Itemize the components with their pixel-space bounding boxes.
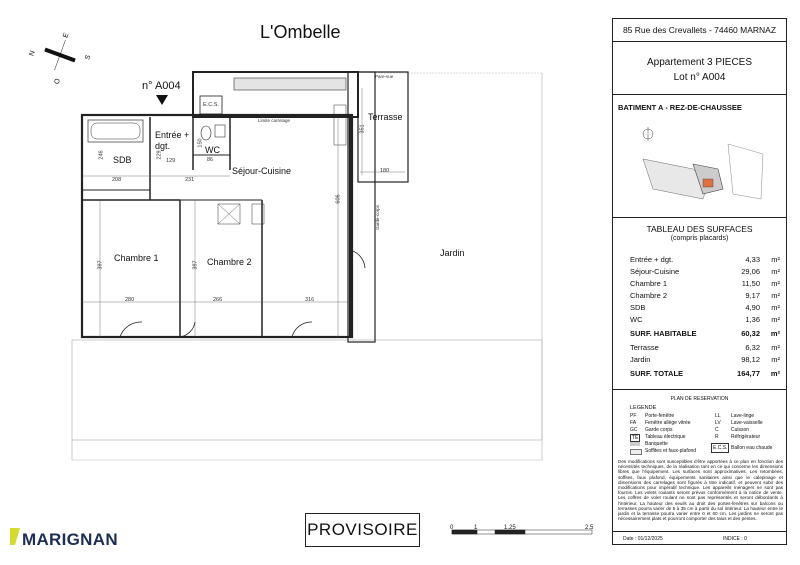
dim-label: 316 xyxy=(305,297,315,303)
note-limite: Limite carrelage xyxy=(258,118,291,123)
legend-item: Garde corps xyxy=(645,427,673,433)
legend-item: GC xyxy=(630,427,638,433)
room-chambre2: Chambre 2 xyxy=(207,257,252,267)
legend-heading: PLAN DE RESERVATION xyxy=(670,396,729,402)
closet-hatch xyxy=(217,203,241,225)
closet xyxy=(251,203,265,225)
legend-item: FA xyxy=(630,420,637,426)
dim-label: 150 xyxy=(197,138,204,148)
ecs-label: E.C.S. xyxy=(203,102,219,108)
dim-label: 397 xyxy=(97,260,104,270)
dimension-lines xyxy=(82,88,405,337)
lot-number: Lot n° A004 xyxy=(673,72,726,83)
legend-title: LEGENDE xyxy=(630,405,657,411)
room-entree: Entrée + dgt. xyxy=(155,130,190,151)
dim-label: 129 xyxy=(166,158,176,164)
scale-label: 0 xyxy=(450,525,454,531)
note-garde: Garde-corps xyxy=(375,204,381,231)
brand-logo: MARIGNAN xyxy=(22,530,118,549)
plan-indice: INDICE : 0 xyxy=(723,536,747,542)
legend-item: Banquette xyxy=(645,441,668,447)
legend-item: C xyxy=(715,427,719,433)
legend-item: LV xyxy=(715,420,721,426)
window-marks xyxy=(119,249,366,338)
legend-item: R xyxy=(715,434,719,440)
disclaimer-note: Des modifications sont susceptibles d'êt… xyxy=(618,459,783,522)
compass-rose xyxy=(44,39,76,71)
info-panel: 85 Rue des Crevallets - 74460 MARNAZ App… xyxy=(612,18,787,545)
address: 85 Rue des Crevallets - 74460 MARNAZ xyxy=(622,25,777,35)
scale-label: 2.5 xyxy=(585,525,594,531)
garden-outline xyxy=(71,339,543,441)
washbasin xyxy=(214,124,226,138)
legend-item: Tableau électrique xyxy=(645,434,686,440)
provisoire-stamp: PROVISOIRE xyxy=(305,513,420,547)
legend-item: Lave-vaisselle xyxy=(731,420,763,426)
room-jardin: Jardin xyxy=(440,248,465,258)
dim-label: 606 xyxy=(335,194,342,204)
banquette-swatch xyxy=(630,442,640,446)
closet xyxy=(217,203,241,225)
walls xyxy=(80,71,409,343)
table-title: TABLEAU DES SURFACES xyxy=(646,224,753,234)
kitchen-counter xyxy=(333,104,347,146)
legend-item: Réfrigérateur xyxy=(731,434,761,440)
apartment-type: Appartement 3 PIECES xyxy=(646,57,753,68)
lot-label: n° A004 xyxy=(142,80,181,92)
dim-label: 266 xyxy=(213,297,223,303)
legend-item: Ballon eau chaude xyxy=(731,445,773,451)
scale-label: 1.25 xyxy=(504,525,516,531)
soffite-swatch xyxy=(630,449,642,455)
room-sejour: Séjour-Cuisine xyxy=(232,166,292,176)
legend-item: Lave-linge xyxy=(731,413,755,419)
scale-label: 1 xyxy=(474,525,478,531)
legend-item: TE xyxy=(630,434,641,442)
legend-item: PF xyxy=(630,413,637,419)
room-chambre1: Chambre 1 xyxy=(114,253,159,263)
legend-item: LL xyxy=(715,413,721,419)
dim-label: 231 xyxy=(185,177,195,183)
dim-label: 180 xyxy=(380,168,390,174)
ecs-box xyxy=(199,95,223,115)
kitchen-counter xyxy=(233,77,347,91)
note-pare-vue: Pare-vue xyxy=(375,74,394,79)
legend-item: Porte-fenêtre xyxy=(645,413,675,419)
toilet-bowl xyxy=(200,125,212,141)
bathtub xyxy=(87,119,144,143)
dim-label: 351 xyxy=(359,124,366,134)
site-plan-thumbnail xyxy=(642,127,764,200)
legend-item: Soffites et faux-plafond xyxy=(645,448,697,454)
room-terrasse: Terrasse xyxy=(368,112,403,122)
building-level: BATIMENT A - REZ-DE-CHAUSSEE xyxy=(618,103,742,112)
lot-pointer xyxy=(156,95,168,105)
bathtub xyxy=(90,122,141,140)
plan-date: Date : 01/12/2025 xyxy=(623,536,663,542)
dim-label: 280 xyxy=(125,297,135,303)
dim-label: 229 xyxy=(156,150,163,160)
legend-item: Cuisson xyxy=(731,427,750,433)
legend-item: Fenêtre allège vitrée xyxy=(645,420,691,426)
brand-mark xyxy=(10,528,20,545)
room-wc: WC xyxy=(205,145,220,155)
scale-bar xyxy=(451,529,593,535)
dim-label: 86 xyxy=(207,157,214,163)
room-sdb: SDB xyxy=(113,155,132,165)
project-title: L'Ombelle xyxy=(260,22,341,42)
floor-plan xyxy=(10,39,593,545)
table-subtitle: (compris placards) xyxy=(670,235,729,242)
dim-label: 246 xyxy=(98,150,105,160)
dim-label: 397 xyxy=(192,260,199,270)
ecs-legend-icon: E.C.S. xyxy=(711,443,730,453)
dim-label: 208 xyxy=(112,177,122,183)
